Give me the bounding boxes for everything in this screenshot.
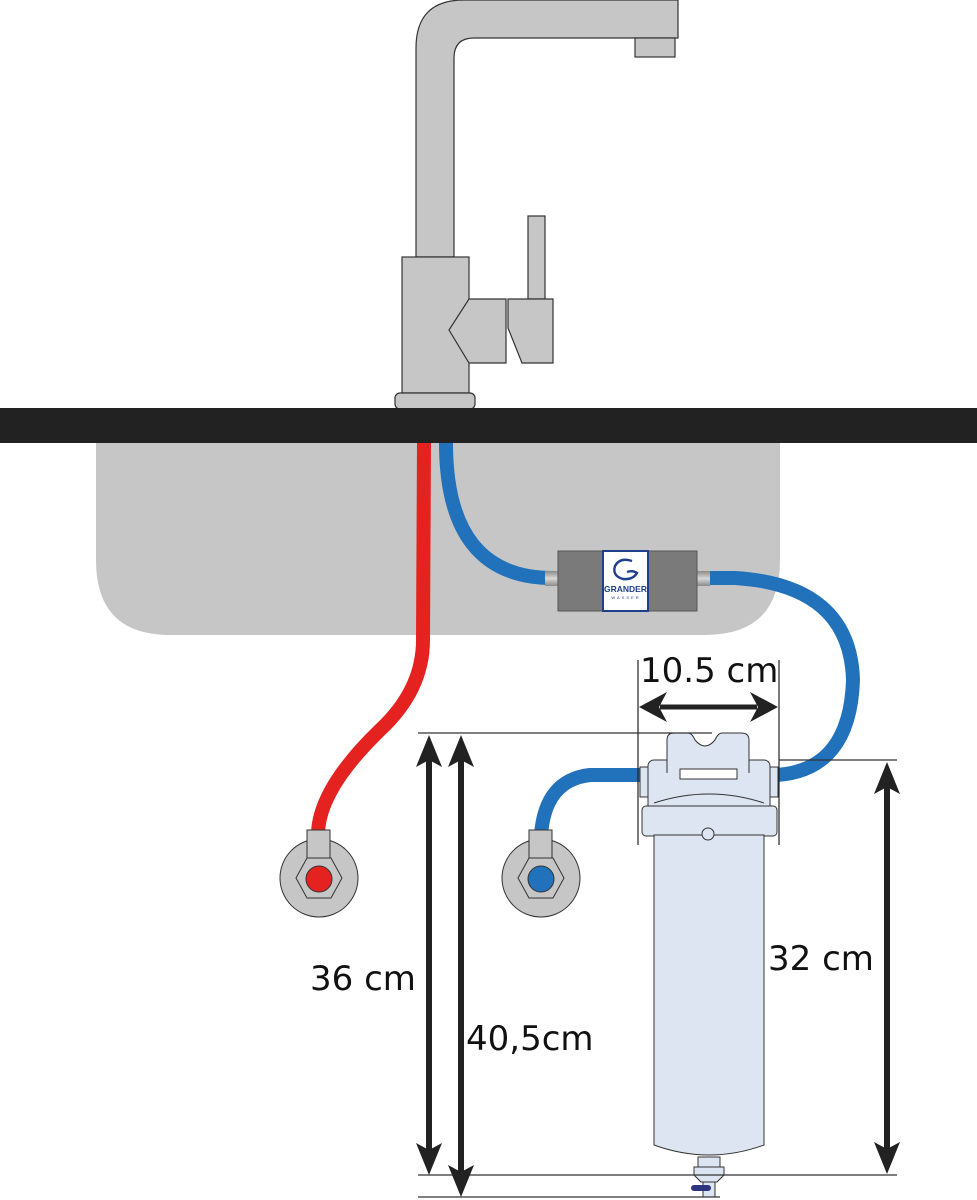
cold-angle-valve bbox=[501, 829, 581, 918]
hot-indicator bbox=[305, 865, 333, 893]
label-filter-width: 10.5 cm bbox=[640, 651, 778, 691]
faucet-aerator bbox=[634, 37, 676, 58]
faucet-handle bbox=[507, 298, 554, 364]
dimension-filter-width bbox=[637, 660, 780, 845]
grander-fitting-right bbox=[696, 571, 710, 586]
grander-label bbox=[602, 550, 649, 612]
cold-water-hose-to-filter bbox=[700, 571, 861, 782]
label-40-5cm: 40,5cm bbox=[466, 1019, 594, 1059]
filter-drain-valve bbox=[691, 1185, 711, 1191]
filter-bowl bbox=[653, 834, 765, 1156]
grander-sub: WASSER bbox=[611, 595, 640, 600]
cold-indicator bbox=[527, 865, 555, 893]
cold-water-hose bbox=[439, 442, 554, 585]
countertop bbox=[0, 408, 977, 443]
dimension-32cm bbox=[874, 762, 900, 1174]
water-filter bbox=[639, 732, 779, 1198]
filter-bracket bbox=[666, 732, 750, 773]
faucet-lever bbox=[527, 215, 546, 300]
dimension-40-5cm bbox=[448, 735, 474, 1197]
grander-brand: GRANDER bbox=[604, 584, 647, 594]
faucet bbox=[394, 0, 679, 410]
hot-water-hose bbox=[311, 442, 431, 836]
grander-unit: GRANDER WASSER bbox=[545, 550, 710, 612]
grander-fitting-left bbox=[545, 571, 559, 586]
faucet-base bbox=[394, 392, 476, 410]
hot-angle-valve bbox=[279, 829, 359, 918]
grander-logo-icon bbox=[613, 558, 639, 581]
label-36cm: 36 cm bbox=[310, 959, 416, 999]
label-32cm: 32 cm bbox=[768, 939, 874, 979]
dimension-36cm bbox=[416, 735, 442, 1175]
faucet-handle-hub bbox=[448, 298, 507, 364]
cold-water-hose-to-valve bbox=[534, 768, 642, 836]
faucet-spout bbox=[415, 0, 679, 258]
